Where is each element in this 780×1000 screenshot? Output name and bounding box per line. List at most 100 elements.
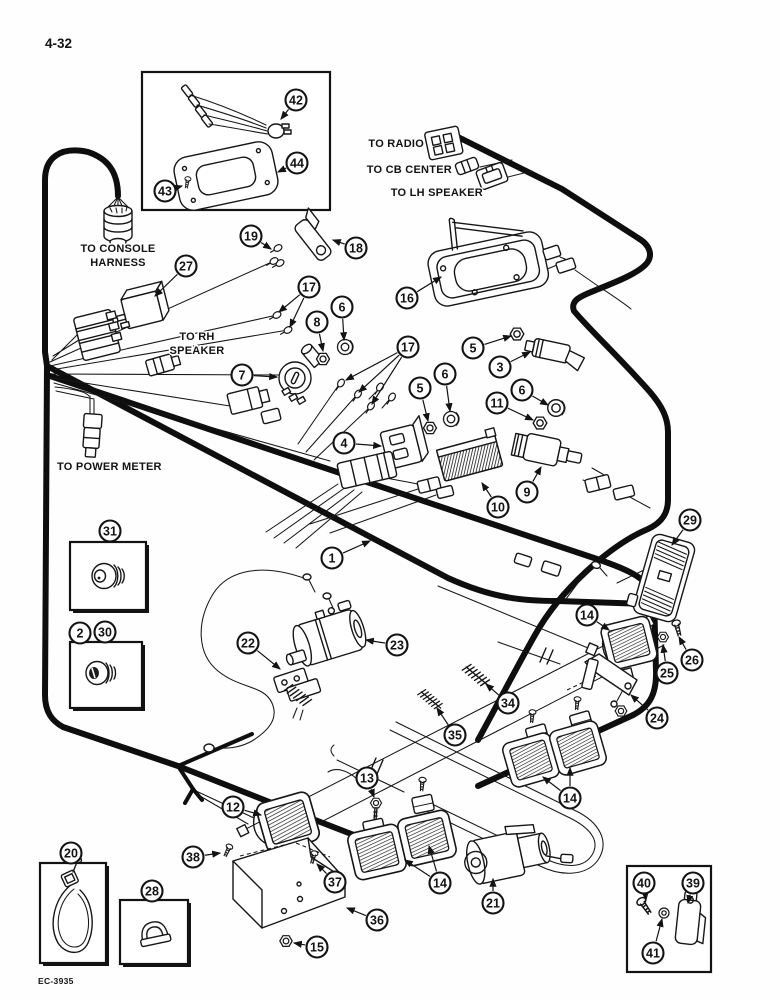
item-8-nut	[315, 352, 331, 366]
callout-17: 17	[344, 335, 420, 406]
item-41-washer	[658, 907, 670, 919]
label-to-cb-center: TO CB CENTER	[367, 164, 452, 176]
harness-connector-d	[416, 476, 442, 494]
callout-27: 27	[154, 254, 198, 297]
callout-17: 17	[278, 275, 321, 329]
item-10-flasher	[435, 427, 504, 482]
power-meter-connector	[82, 412, 103, 458]
item-11-nut	[532, 416, 548, 430]
callout-1: 1	[320, 540, 372, 570]
item-14-lamp-pair-bottom	[345, 793, 459, 883]
callout-16: 16	[395, 276, 443, 310]
item-21-blower-motor	[464, 824, 574, 885]
item-6-grommet	[442, 410, 460, 428]
harness-connector-main	[336, 450, 398, 490]
callout-5: 5	[461, 334, 513, 360]
lh-speaker-connector	[475, 161, 509, 191]
figure-code: EC-3935	[38, 976, 74, 986]
callout-38: 38	[181, 845, 222, 869]
callout-44: 44	[276, 151, 309, 175]
harness-connector-b	[260, 407, 282, 425]
bracket-nut	[614, 705, 628, 717]
callout-21: 21	[481, 877, 505, 915]
svg-text:29: 29	[683, 513, 697, 527]
svg-text:36: 36	[370, 913, 384, 927]
item-24-bracket	[581, 653, 638, 696]
item-15-nut	[279, 935, 293, 947]
callout-9: 9	[515, 465, 542, 504]
svg-text:31: 31	[103, 524, 117, 538]
svg-text:11: 11	[490, 396, 503, 410]
svg-text:7: 7	[239, 368, 246, 382]
label-to-power-meter: TO POWER METER	[57, 461, 162, 473]
item-6-grommet	[547, 399, 566, 417]
svg-text:42: 42	[289, 93, 303, 107]
item-19-terminal	[268, 242, 284, 256]
svg-text:30: 30	[98, 625, 112, 639]
harness-connector-a	[226, 386, 271, 415]
item-17-terminal	[362, 400, 377, 416]
callout-26: 26	[678, 635, 704, 672]
item-23-wire-loop	[200, 569, 310, 749]
callout-42: 42	[280, 88, 308, 120]
item-38-screw	[221, 842, 235, 859]
callout-35: 35	[436, 707, 467, 747]
svg-text:20: 20	[64, 846, 78, 860]
callout-43: 43	[153, 179, 184, 203]
callout-4: 4	[332, 431, 383, 455]
svg-text:44: 44	[290, 156, 304, 170]
item-31-knob	[91, 562, 125, 590]
item-13-bolt-nut	[369, 776, 427, 821]
callout-20: 20	[59, 841, 83, 865]
callout-6: 6	[510, 378, 550, 406]
svg-text:39: 39	[686, 876, 700, 890]
item-5-nut	[509, 327, 525, 341]
svg-text:22: 22	[241, 636, 255, 650]
callout-29: 29	[671, 508, 702, 546]
callout-22: 22	[236, 631, 281, 670]
callout-6: 6	[330, 295, 354, 342]
callout-25: 25	[655, 643, 679, 685]
svg-text:14: 14	[563, 791, 577, 805]
inset-box-2-30	[68, 640, 145, 711]
svg-text:21: 21	[486, 896, 500, 910]
svg-text:38: 38	[186, 850, 200, 864]
harness-connector-d2	[435, 484, 455, 500]
callout-6: 6	[433, 362, 457, 413]
page-number: 4-32	[45, 36, 72, 51]
item-30-knob	[85, 660, 117, 686]
callout-40: 40	[632, 871, 656, 902]
svg-text:15: 15	[310, 940, 324, 954]
svg-text:26: 26	[685, 653, 699, 667]
svg-text:14: 14	[580, 608, 594, 622]
svg-text:34: 34	[501, 696, 515, 710]
callout-23: 23	[364, 633, 409, 657]
callout-2: 2	[68, 621, 92, 645]
callout-11: 11	[485, 391, 535, 421]
callout-8: 8	[305, 310, 329, 353]
callout-37: 37	[316, 863, 347, 894]
svg-text:3: 3	[497, 360, 504, 374]
callout-5: 5	[408, 376, 432, 423]
label-to-console-line2: HARNESS	[90, 257, 146, 269]
item-28-clip	[140, 921, 172, 948]
svg-text:43: 43	[158, 184, 172, 198]
svg-text:24: 24	[650, 711, 664, 725]
item-9-connector2	[612, 484, 636, 501]
svg-text:27: 27	[179, 259, 193, 273]
console-harness-connector	[103, 196, 133, 247]
item-6-grommet	[336, 338, 354, 356]
item-14-lamp-pair-right	[500, 695, 609, 790]
cb-center-connector	[454, 156, 480, 176]
item-5-nut	[422, 421, 438, 435]
item-35-spring	[417, 688, 443, 710]
inset-box-20	[38, 851, 109, 966]
harness-branch-1	[44, 363, 651, 607]
svg-text:13: 13	[360, 771, 374, 785]
svg-text:4: 4	[341, 436, 348, 450]
svg-text:5: 5	[470, 341, 477, 355]
svg-text:12: 12	[226, 800, 240, 814]
fuse-block	[73, 308, 123, 362]
